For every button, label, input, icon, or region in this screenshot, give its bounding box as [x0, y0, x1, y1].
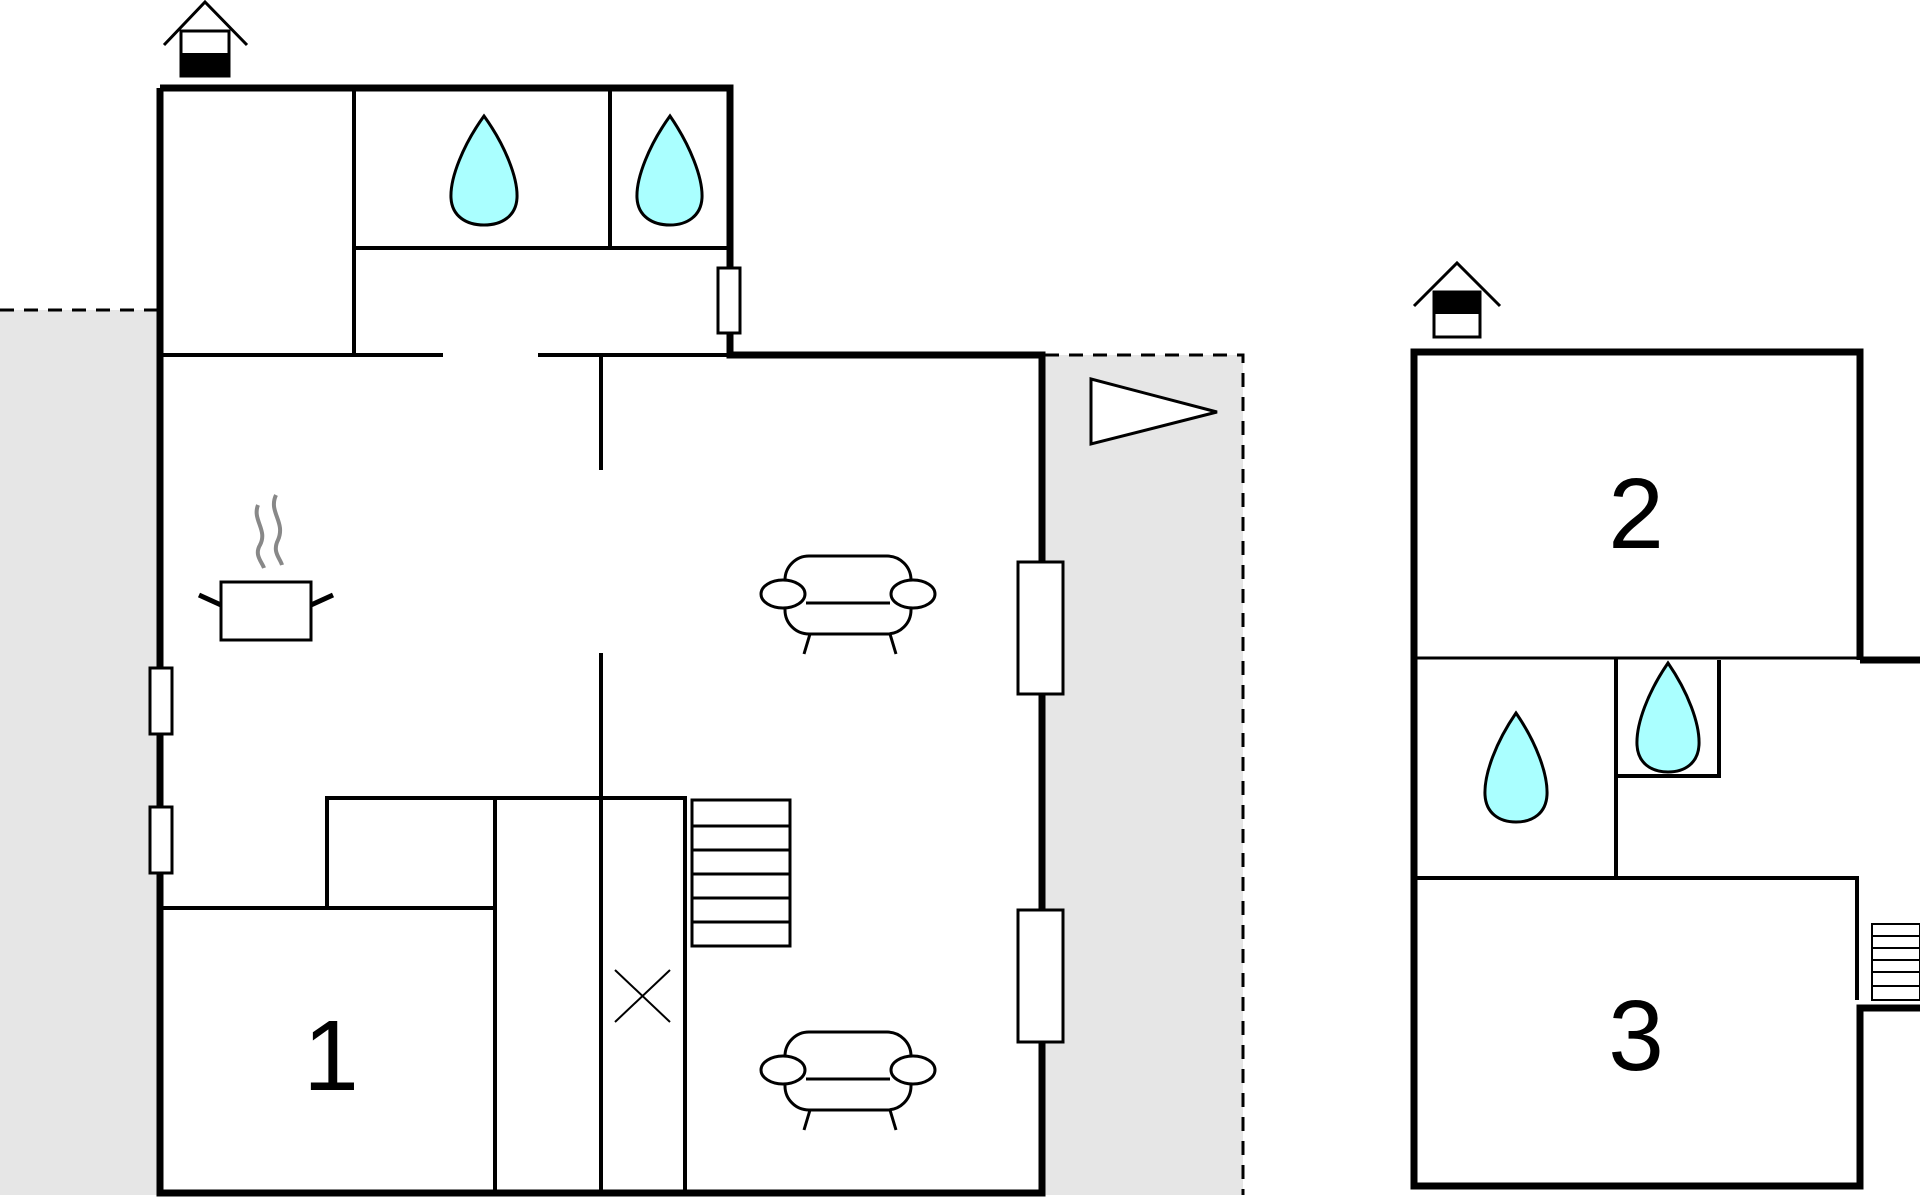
outdoor-area-left — [0, 308, 160, 1195]
room-label-3: 3 — [1608, 980, 1664, 1092]
water-drop-icon — [1635, 660, 1701, 774]
water-drop-icon — [635, 113, 704, 227]
house-entrance-icon — [162, 0, 249, 78]
sofa-icon — [759, 554, 937, 655]
house-entrance-icon — [1412, 260, 1502, 339]
water-drop-icon — [1483, 710, 1549, 824]
outdoor-area-right — [1040, 353, 1245, 1195]
room-label-2: 2 — [1608, 458, 1664, 570]
staircase-icon — [690, 798, 792, 948]
north-arrow-icon — [1089, 377, 1218, 446]
window — [1016, 560, 1065, 696]
staircase-icon — [1871, 923, 1920, 1001]
windows-ground-floor — [148, 266, 1065, 1044]
upper-floor-walls — [1410, 348, 1920, 1190]
water-drop-icon — [449, 113, 519, 227]
window — [148, 666, 174, 736]
cooking-pot-icon — [197, 494, 335, 642]
window — [148, 805, 174, 875]
window — [1016, 908, 1065, 1044]
room-label-1: 1 — [303, 1000, 359, 1112]
sofa-icon — [759, 1030, 937, 1131]
ground-floor-walls — [156, 84, 1046, 1197]
window — [716, 266, 742, 335]
